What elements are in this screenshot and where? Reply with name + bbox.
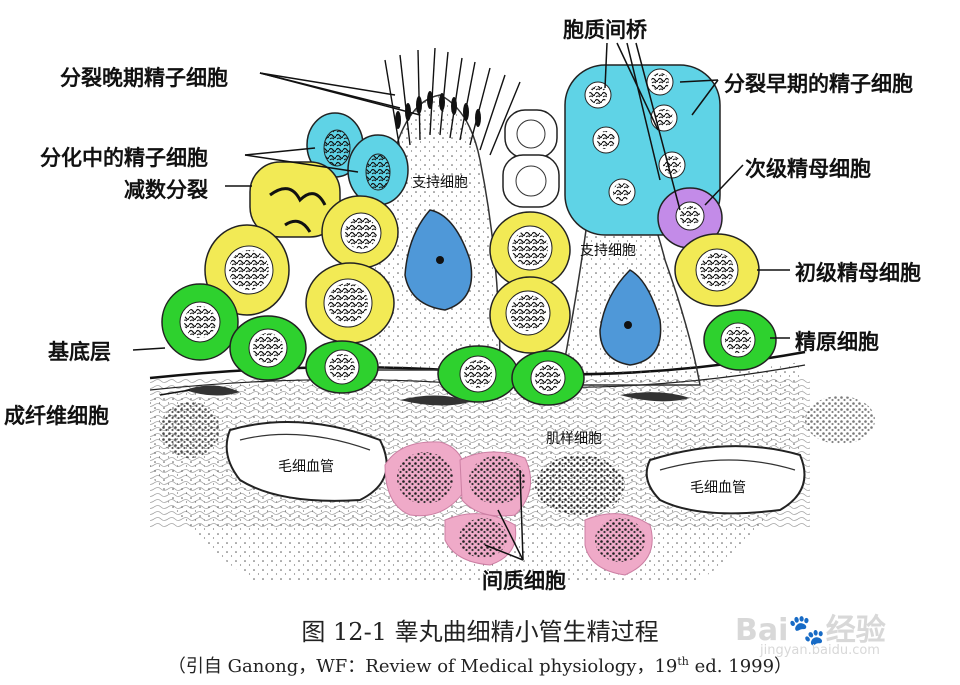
watermark-url: jingyan.baidu.com xyxy=(760,643,880,658)
label-fibroblast: 成纤维细胞 xyxy=(4,404,109,428)
source-prefix: （引自 Ganong，WF：Review of Medical physiolo… xyxy=(167,656,678,677)
label-capillary-right: 毛细血管 xyxy=(690,480,746,496)
capillary-right-vessel xyxy=(645,445,806,515)
label-basal-layer: 基底层 xyxy=(48,340,111,364)
label-sertoli-cell-left: 支持细胞 xyxy=(412,175,468,191)
source-suffix: ed. 1999） xyxy=(688,656,793,677)
middle-white-cells xyxy=(502,109,560,208)
paw-icon: 🐾 xyxy=(788,613,826,648)
capillary-left-vessel xyxy=(225,421,388,502)
label-sertoli-cell-right: 支持细胞 xyxy=(580,243,636,259)
label-differentiating-spermatid: 分化中的精子细胞 xyxy=(40,146,208,170)
label-capillary-left: 毛细血管 xyxy=(278,459,334,475)
baidu-watermark-logo: Bai🐾经验 xyxy=(735,605,886,649)
sertoli-nucleus-right xyxy=(599,269,662,366)
label-primary-spermatocyte: 初级精母细胞 xyxy=(795,261,921,285)
label-meiosis: 减数分裂 xyxy=(124,178,208,202)
leader-lines xyxy=(132,42,790,561)
label-spermatogonium: 精原细胞 xyxy=(795,330,879,354)
label-cytoplasmic-bridge: 胞质间桥 xyxy=(563,18,647,42)
fibroblasts xyxy=(185,385,690,406)
figure-caption: 图 12-1 睾丸曲细精小管生精过程 xyxy=(301,618,659,646)
figure-source: （引自 Ganong，WF：Review of Medical physiolo… xyxy=(0,652,960,678)
label-interstitial-cell: 间质细胞 xyxy=(482,569,566,593)
watermark-brand: Bai xyxy=(735,613,789,648)
label-secondary-spermatocyte: 次级精母细胞 xyxy=(745,157,871,181)
primary-spermatocytes xyxy=(204,161,760,354)
spermatids-left xyxy=(306,112,409,206)
sperm-tails xyxy=(384,47,521,156)
watermark-brand-cn: 经验 xyxy=(825,613,886,648)
dense-cell-right xyxy=(535,455,625,515)
source-superscript: th xyxy=(677,655,689,668)
connective-blob-left xyxy=(160,402,220,458)
spermatogonia xyxy=(161,283,777,406)
interstitial-cells xyxy=(384,441,653,576)
label-early-division-spermatid: 分裂早期的精子细胞 xyxy=(724,72,913,96)
label-myoid-cell: 肌样细胞 xyxy=(546,431,602,447)
label-late-division-spermatid: 分裂晚期精子细胞 xyxy=(60,66,228,90)
connective-blob-right xyxy=(805,396,875,444)
